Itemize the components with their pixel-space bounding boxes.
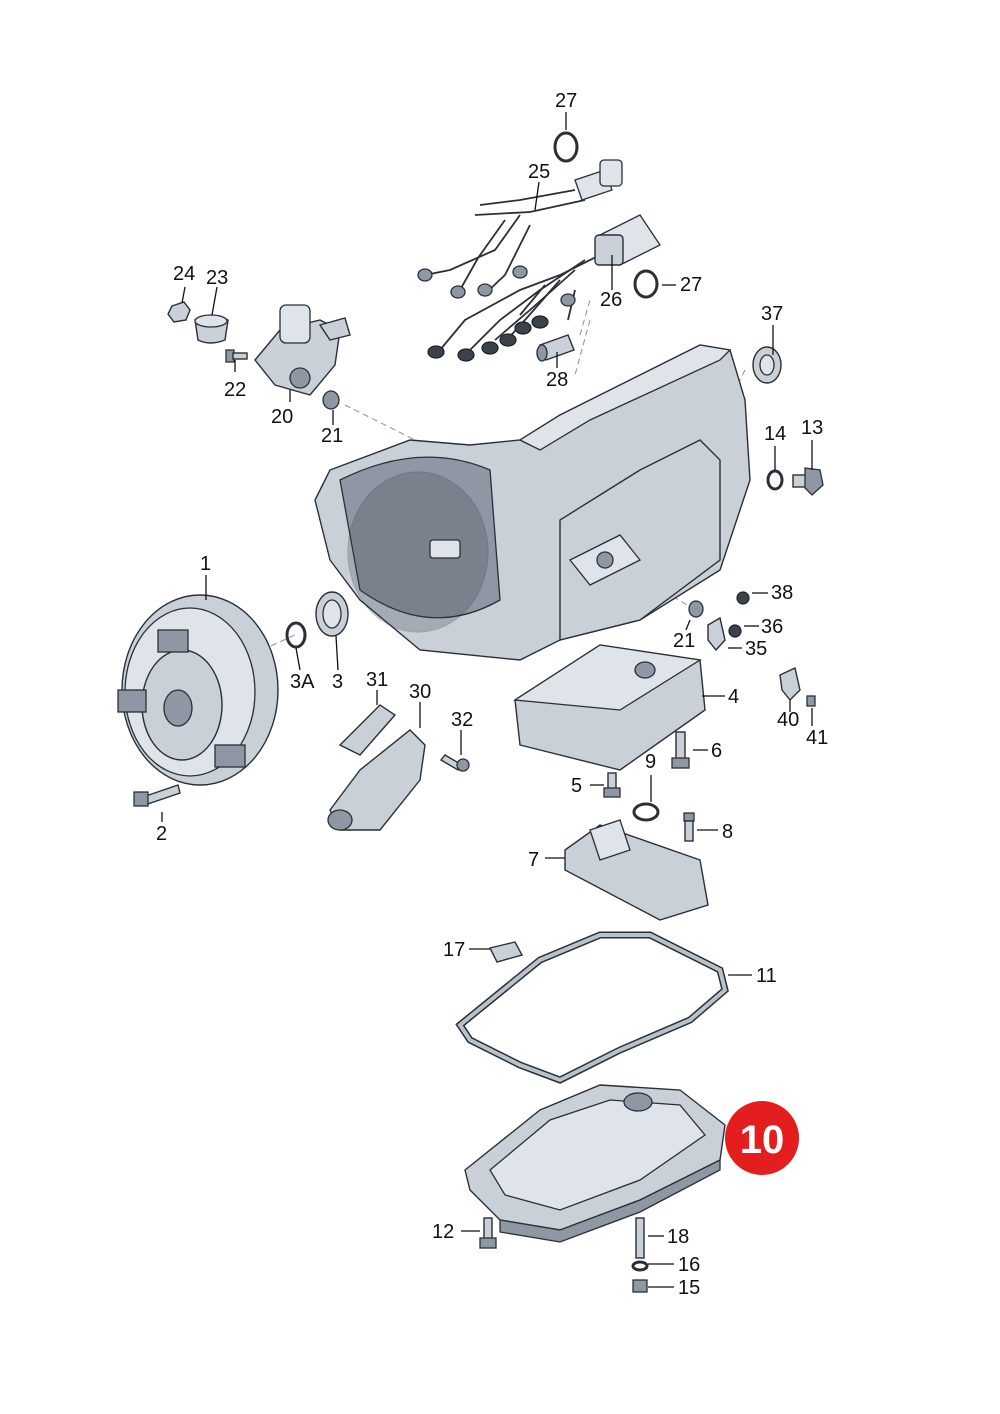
part-32-bolt <box>439 754 470 772</box>
part-31-bracket <box>338 704 397 756</box>
label-23: 23 <box>206 267 228 289</box>
part-37-seal <box>752 346 782 384</box>
part-20-selector-switch <box>254 304 351 396</box>
part-35-lever <box>707 616 726 652</box>
part-2-bolt <box>133 784 181 807</box>
label-11: 11 <box>756 965 777 987</box>
part-11-gasket <box>455 931 729 1084</box>
part-16-seal <box>631 1260 649 1272</box>
part-13-plug <box>792 467 824 496</box>
part-9-o-ring <box>632 802 660 822</box>
part-18-pipe <box>635 1217 645 1259</box>
label-4: 4 <box>728 686 739 708</box>
part-27-o-ring-top <box>553 131 579 163</box>
part-6-bolt <box>671 731 690 769</box>
part-15-plug <box>632 1279 648 1293</box>
label-13: 13 <box>801 417 823 439</box>
label-27-top: 27 <box>555 90 577 112</box>
part-23-collar <box>194 314 229 344</box>
label-3a: 3A <box>290 671 315 693</box>
label-15: 15 <box>678 1277 700 1299</box>
part-5-bolt <box>603 772 621 798</box>
label-21-top: 21 <box>321 425 343 447</box>
label-31: 31 <box>366 669 388 691</box>
label-37: 37 <box>761 303 783 325</box>
part-36-nut <box>728 624 742 638</box>
label-14: 14 <box>764 423 786 445</box>
part-38-nut <box>736 591 750 605</box>
part-41-bolt <box>806 695 816 707</box>
label-12: 12 <box>432 1221 454 1243</box>
label-20: 20 <box>271 406 293 428</box>
part-40-bracket <box>779 666 801 702</box>
label-8: 8 <box>722 821 733 843</box>
label-16: 16 <box>678 1254 700 1276</box>
label-3: 3 <box>332 671 343 693</box>
part-21-seal-top <box>322 390 340 410</box>
highlight-badge-label: 10 <box>740 1118 785 1162</box>
label-9: 9 <box>645 751 656 773</box>
label-18: 18 <box>667 1226 689 1248</box>
label-26: 26 <box>600 289 622 311</box>
part-3-seal <box>315 591 349 637</box>
part-22-bolt <box>225 349 248 363</box>
part-4-valve-body <box>513 644 706 771</box>
part-17-magnet <box>488 941 524 963</box>
part-12-bolt <box>479 1217 497 1249</box>
label-6: 6 <box>711 740 722 762</box>
label-27-right: 27 <box>680 274 702 296</box>
label-35: 35 <box>745 638 767 660</box>
label-1: 1 <box>200 553 211 575</box>
part-3a-o-ring <box>285 621 307 649</box>
label-21-lower: 21 <box>673 630 695 652</box>
highlight-badge-circle <box>725 1101 799 1175</box>
part-10-oil-pan <box>464 1084 726 1243</box>
label-2: 2 <box>156 823 167 845</box>
part-30-actuator <box>327 729 426 831</box>
part-10-highlight-badge: 10 <box>725 1101 799 1175</box>
part-27-o-ring-right <box>633 269 659 299</box>
part-labels: 27 25 26 27 28 24 23 22 20 21 37 14 13 3… <box>156 90 828 1299</box>
part-21-seal-lower <box>688 600 704 618</box>
part-1-torque-converter <box>117 594 279 786</box>
leader-lines <box>161 112 813 1288</box>
label-41: 41 <box>806 727 828 749</box>
part-28-sensor <box>536 334 575 362</box>
label-7: 7 <box>528 849 539 871</box>
label-22: 22 <box>224 379 246 401</box>
label-40: 40 <box>777 709 799 731</box>
label-36: 36 <box>761 616 783 638</box>
part-8-bolt <box>683 812 695 842</box>
label-24: 24 <box>173 263 195 285</box>
label-32: 32 <box>451 709 473 731</box>
label-17: 17 <box>443 939 465 961</box>
part-7-filter <box>564 819 709 921</box>
part-24-nut <box>167 301 191 323</box>
label-5: 5 <box>571 775 582 797</box>
label-28: 28 <box>546 369 568 391</box>
label-30: 30 <box>409 681 431 703</box>
transmission-housing <box>314 344 751 661</box>
label-38: 38 <box>771 582 793 604</box>
part-14-seal-ring <box>766 469 784 491</box>
part-25-26-wiring-harness <box>417 159 661 362</box>
label-25: 25 <box>528 161 550 183</box>
